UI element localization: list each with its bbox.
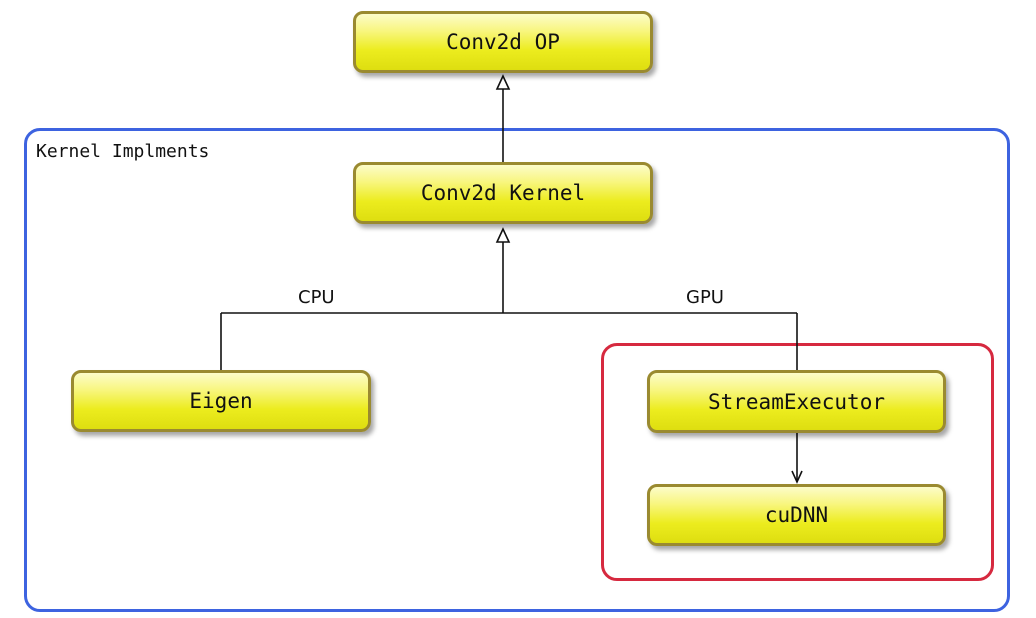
eigen-node: Eigen xyxy=(71,370,371,432)
kernel-implements-group xyxy=(24,128,1010,612)
conv2d-kernel-node: Conv2d Kernel xyxy=(353,162,653,224)
stream-executor-node: StreamExecutor xyxy=(647,370,946,433)
conv2d-op-node: Conv2d OP xyxy=(353,11,653,73)
edge-kernel-to-op-arrowhead xyxy=(495,74,511,90)
cpu-edge-label: CPU xyxy=(298,287,335,308)
cudnn-node: cuDNN xyxy=(647,484,946,546)
kernel-implements-group-label: Kernel Implments xyxy=(36,141,210,162)
gpu-edge-label: GPU xyxy=(686,287,724,308)
edge-impl-to-kernel-arrowhead xyxy=(495,227,511,243)
edge-streamexecutor-to-cudnn-arrowhead xyxy=(791,470,803,484)
